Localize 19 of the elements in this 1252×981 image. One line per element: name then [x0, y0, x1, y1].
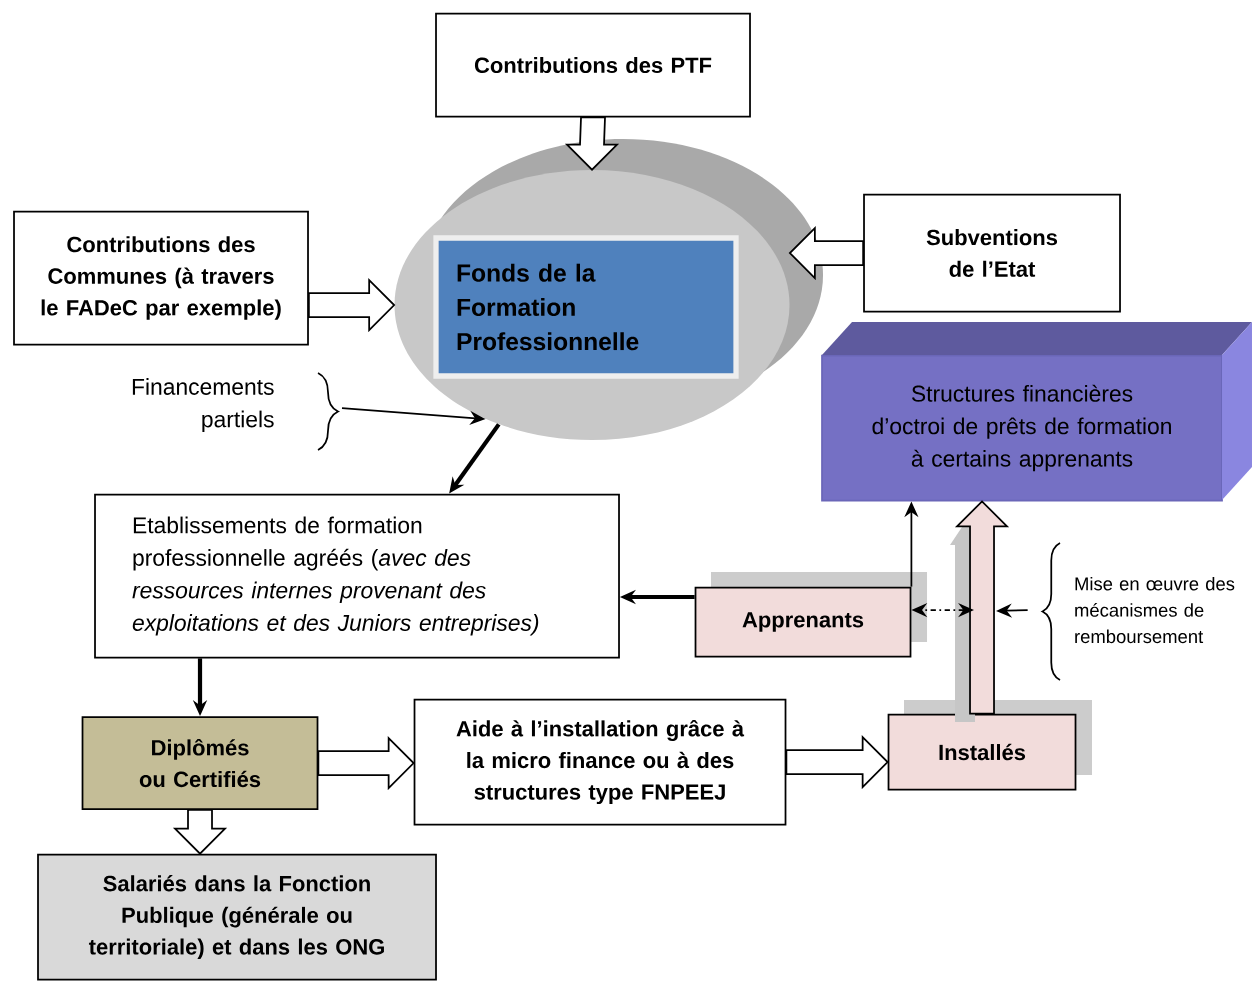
annotation-text: Mise en œuvre des mécanismes de remboursement — [1075, 576, 1235, 644]
fund-box: Fonds de la Formation Professionnelle — [433, 235, 739, 379]
text-box: Contributions des Communes (à travers le FADeC par exemple) — [13, 210, 309, 346]
text-box: Diplômés ou Certifiés — [81, 716, 319, 810]
text-box: Subventions de l’Etat — [863, 193, 1121, 313]
block-arrow — [788, 225, 864, 281]
text-box: Etablissements de formation professionnelle agréés (avec des ressources internes provenant des exploitations et des Juniors entreprises) — [94, 493, 620, 659]
block-arrow — [308, 277, 396, 333]
annotation-text: Financements partiels — [132, 378, 274, 432]
text-box: Salariés dans la Fonction Publique (générale ou territoriale) et dans les ONG — [37, 853, 437, 981]
prism-box: Structures financières d’octroi de prêts de formation à certains apprenants — [821, 322, 1252, 502]
block-arrow — [172, 809, 228, 855]
block-arrow — [785, 734, 889, 790]
text-box: Installés — [887, 713, 1077, 791]
block-arrow — [564, 116, 620, 171]
text-box: Contributions des PTF — [435, 12, 751, 118]
text-box: Aide à l’installation grâce à la micro finance ou à des structures type FNPEEJ — [413, 698, 787, 826]
text-box: Apprenants — [694, 586, 912, 658]
block-arrow — [317, 735, 415, 791]
